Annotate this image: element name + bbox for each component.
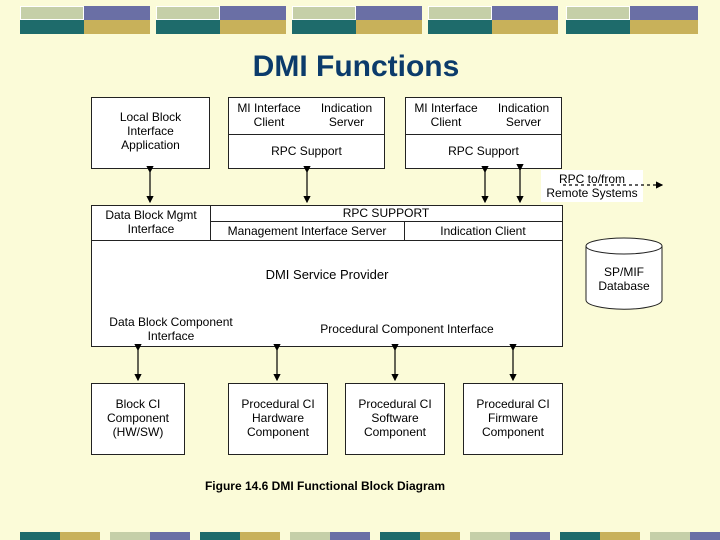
rpc-remote-box: RPC to/from Remote Systems (541, 170, 643, 202)
indication-server-label: Indication Server (320, 101, 373, 129)
figure-caption: Figure 14.6 DMI Functional Block Diagram (204, 479, 446, 493)
stripe-block (428, 6, 558, 34)
database-label: SP/MIF Database (598, 265, 650, 293)
divider-line (92, 240, 562, 241)
procedural-ci-hardware-box: Procedural CI Hardware Component (228, 383, 328, 455)
mi-interface-client-label: MI Interface Client (237, 101, 301, 129)
dmi-service-provider-label: DMI Service Provider (265, 267, 389, 282)
database-icon (585, 237, 663, 310)
indication-server-label: Indication Server (497, 101, 550, 129)
divider-line (404, 221, 405, 240)
local-block-application-label: Local Block Interface Application (119, 110, 182, 152)
procedural-ci-software-label: Procedural CI Software Component (358, 397, 432, 439)
management-interface-server-label: Management Interface Server (227, 224, 387, 238)
slide-title: DMI Functions (252, 50, 460, 83)
divider-line (210, 221, 562, 222)
divider-line (406, 134, 561, 135)
stripe-block (566, 6, 698, 34)
procedural-ci-hardware-label: Procedural CI Hardware Component (241, 397, 315, 439)
mi-client-group-2: MI Interface Client Indication Server RP… (405, 97, 562, 169)
stripe-block (292, 6, 422, 34)
divider-line (229, 134, 384, 135)
block-ci-component-box: Block CI Component (HW/SW) (91, 383, 185, 455)
data-block-component-label: Data Block Component Interface (109, 315, 233, 343)
procedural-ci-software-box: Procedural CI Software Component (345, 383, 445, 455)
procedural-ci-firmware-label: Procedural CI Firmware Component (476, 397, 550, 439)
procedural-component-interface-label: Procedural Component Interface (320, 322, 494, 336)
rpc-support-label: RPC Support (271, 144, 342, 158)
rpc-support-label: RPC Support (448, 144, 519, 158)
stripe-block (20, 6, 150, 34)
stripe-block (156, 6, 286, 34)
mi-interface-client-label: MI Interface Client (414, 101, 478, 129)
mi-client-group-1: MI Interface Client Indication Server RP… (228, 97, 385, 169)
rpc-support-main-label: RPC SUPPORT (342, 206, 430, 220)
top-stripe-bar (0, 6, 720, 34)
block-ci-label: Block CI Component (HW/SW) (106, 397, 170, 439)
divider-line (210, 206, 211, 240)
bottom-stripe-bar (0, 532, 720, 540)
dmi-service-provider-block: Data Block Mgmt Interface RPC SUPPORT Ma… (91, 205, 563, 347)
rpc-remote-label: RPC to/from Remote Systems (546, 172, 638, 200)
data-block-mgmt-label: Data Block Mgmt Interface (105, 208, 197, 236)
indication-client-label: Indication Client (440, 224, 526, 238)
procedural-ci-firmware-box: Procedural CI Firmware Component (463, 383, 563, 455)
